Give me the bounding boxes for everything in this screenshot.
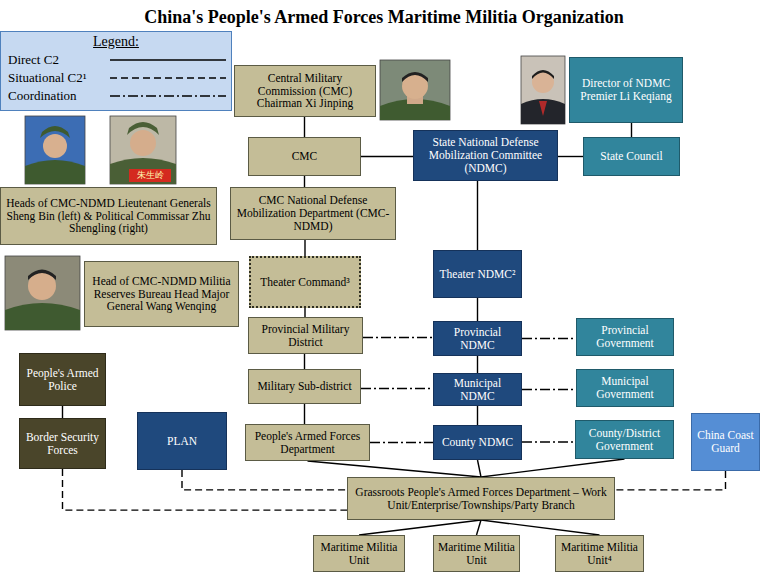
portrait-photo <box>380 60 450 120</box>
coordination-line <box>361 388 433 389</box>
node-text: Central Military Commission (CMC) Chairm… <box>238 72 372 111</box>
node-text: PLAN <box>167 435 197 448</box>
command-line <box>304 176 305 187</box>
coordination-line <box>522 389 576 390</box>
diagram-title: China's People's Armed Forces Maritime M… <box>0 7 768 28</box>
coast-guard-box: China Coast Guard <box>691 413 760 471</box>
node-text: County/District Government <box>579 427 670 453</box>
department-box: People's Armed Forces Department <box>245 424 370 461</box>
command-line <box>308 461 482 477</box>
legend-heading: Legend: <box>0 34 232 50</box>
command-line <box>477 406 478 425</box>
node-text: Provincial NDMC <box>437 326 518 352</box>
command-line <box>477 298 478 321</box>
legend-text: Direct C2 <box>8 52 59 68</box>
coordination-line <box>363 337 433 338</box>
node-text: State National Defense Mobilization Comm… <box>417 136 554 175</box>
government-box: Provincial Government <box>576 318 674 356</box>
command-line <box>304 404 305 424</box>
situational-line <box>63 469 348 510</box>
node-text: Provincial Military District <box>252 323 359 349</box>
command-line <box>361 156 413 157</box>
coordination-line <box>370 442 433 443</box>
node-text: CMC <box>292 150 318 163</box>
command-line <box>304 117 305 137</box>
coordination-line <box>522 441 575 442</box>
portrait-photo <box>5 256 80 330</box>
node-text: Heads of CMC-NDMD Lieutenant Generals Sh… <box>4 197 213 236</box>
committee-box: Theater NDMC² <box>433 250 522 298</box>
council-box: State Council <box>583 137 680 176</box>
node-text: People's Armed Forces Department <box>249 430 366 456</box>
coordination-line <box>522 338 576 339</box>
militia-unit-box: Maritime Militia Unit <box>313 535 405 572</box>
command-line <box>477 520 482 535</box>
node-text: Grassroots People's Armed Forces Departm… <box>351 486 611 512</box>
legend-line-dashed <box>110 77 226 79</box>
command-line <box>304 240 305 256</box>
theater-box: Theater Command³ <box>249 256 361 308</box>
legend-text: Coordination <box>8 88 77 104</box>
leader-box: Head of CMC-NDMD Militia Reserves Bureau… <box>84 261 239 327</box>
node-text: Provincial Government <box>580 324 670 350</box>
government-box: Municipal Government <box>576 369 674 407</box>
node-text: Maritime Militia Unit <box>437 541 516 567</box>
node-text: Theater Command³ <box>260 276 349 289</box>
legend-line-dashdot <box>110 95 226 97</box>
committee-box: State National Defense Mobilization Comm… <box>413 130 558 181</box>
situational-line <box>182 470 347 490</box>
command-line <box>558 156 583 157</box>
node-text: CMC National Defense Mobilization Depart… <box>234 194 392 233</box>
node-text: Head of CMC-NDMD Militia Reserves Bureau… <box>88 275 235 314</box>
command-line <box>304 354 305 369</box>
command-line <box>478 460 482 477</box>
node-text: Maritime Militia Unit <box>317 541 401 567</box>
command-line <box>481 520 600 535</box>
command-line <box>481 459 625 477</box>
command-line <box>631 123 632 137</box>
district-box: Military Sub-district <box>248 369 361 404</box>
legend-line-solid <box>110 59 226 61</box>
commission-box: Central Military Commission (CMC) Chairm… <box>234 65 376 117</box>
command-line <box>62 406 63 418</box>
node-text: Municipal NDMC <box>437 377 518 403</box>
node-text: China Coast Guard <box>695 429 756 455</box>
department-box: CMC National Defense Mobilization Depart… <box>230 187 396 240</box>
director-box: Director of NDMC Premier Li Keqiang <box>569 57 683 123</box>
node-text: State Council <box>600 150 662 163</box>
leader-box: Heads of CMC-NDMD Lieutenant Generals Sh… <box>0 187 217 245</box>
force-box: Border Security Forces <box>19 418 106 469</box>
situational-line <box>615 471 726 490</box>
navy-box: PLAN <box>137 412 227 470</box>
government-box: County/District Government <box>575 420 674 459</box>
portrait-photo <box>110 116 176 184</box>
district-box: Provincial Military District <box>248 317 363 354</box>
command-line <box>304 308 305 317</box>
node-text: Military Sub-district <box>257 380 351 393</box>
node-text: County NDMC <box>442 436 513 449</box>
portrait-photo <box>521 56 565 124</box>
committee-box: County NDMC <box>433 425 522 460</box>
name-tag: 朱生岭 <box>129 169 171 182</box>
committee-box: Provincial NDMC <box>433 321 522 356</box>
node-text: Director of NDMC Premier Li Keqiang <box>573 77 679 103</box>
node-text: Maritime Militia Unit⁴ <box>559 541 640 567</box>
militia-unit-box: Maritime Militia Unit <box>433 535 520 572</box>
command-line <box>359 520 481 535</box>
portrait-photo <box>25 116 85 184</box>
legend-text: Situational C2¹ <box>8 70 87 86</box>
grassroots-box: Grassroots People's Armed Forces Departm… <box>347 477 615 520</box>
node-text: Theater NDMC² <box>440 268 516 281</box>
committee-box: Municipal NDMC <box>433 373 522 406</box>
commission-box: CMC <box>248 137 361 176</box>
force-box: People's Armed Police <box>19 353 106 406</box>
node-text: Border Security Forces <box>23 431 102 457</box>
command-line <box>477 356 478 373</box>
command-line <box>477 181 478 250</box>
node-text: People's Armed Police <box>23 367 102 393</box>
node-text: Municipal Government <box>580 375 670 401</box>
militia-unit-box: Maritime Militia Unit⁴ <box>555 535 644 572</box>
